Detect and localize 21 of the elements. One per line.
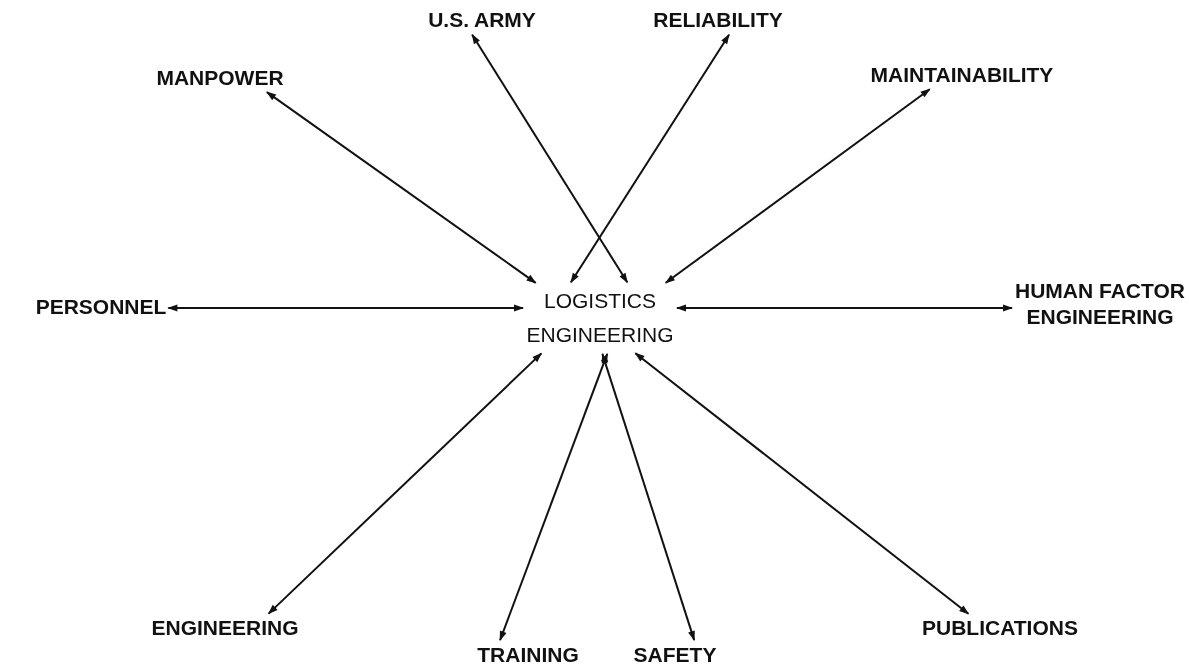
- topic-label: ENGINEERING: [151, 615, 299, 641]
- double-headed-arrow: [676, 304, 1013, 312]
- topic-label: HUMAN FACTOR ENGINEERING: [1014, 278, 1186, 330]
- topic-label: TRAINING: [477, 642, 579, 667]
- double-headed-arrow: [664, 88, 931, 284]
- double-headed-arrow: [634, 352, 970, 615]
- topic-label: MAINTAINABILITY: [870, 62, 1054, 88]
- topic-label: MANPOWER: [156, 65, 284, 91]
- topic-label: SAFETY: [633, 642, 717, 667]
- double-headed-arrow: [267, 352, 543, 615]
- topic-label: PERSONNEL: [35, 294, 167, 320]
- topic-label: RELIABILITY: [653, 7, 783, 33]
- topic-label: PUBLICATIONS: [922, 615, 1078, 641]
- double-headed-arrow: [601, 352, 696, 642]
- double-headed-arrow: [471, 33, 629, 284]
- double-headed-arrow: [167, 304, 524, 312]
- center-label: LOGISTICS ENGINEERING: [525, 284, 675, 352]
- double-headed-arrow: [499, 352, 609, 642]
- topic-label: U.S. ARMY: [428, 7, 536, 33]
- double-headed-arrow: [569, 33, 731, 284]
- double-headed-arrow: [265, 91, 537, 284]
